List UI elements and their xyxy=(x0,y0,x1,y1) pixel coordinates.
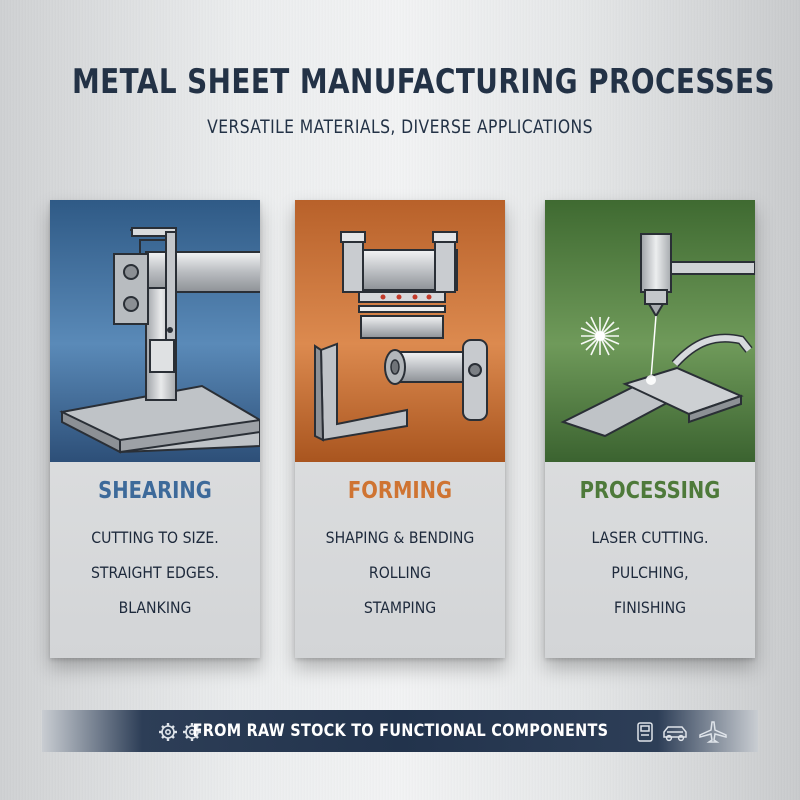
card-description-processing: LASER CUTTING. PULCHING, FINISHING xyxy=(545,520,755,625)
page-title: METAL SHEET MANUFACTURING PROCESSES xyxy=(72,62,776,102)
shearing-panel xyxy=(50,200,260,462)
description-line: CUTTING TO SIZE. xyxy=(91,528,219,547)
card-description-forming: SHAPING & BENDING ROLLING STAMPING xyxy=(295,520,505,625)
press-brake-illustration xyxy=(295,200,505,462)
footer-text: FROM RAW STOCK TO FUNCTIONAL COMPONENTS xyxy=(192,721,608,741)
card-title-shearing: SHEARING xyxy=(98,478,212,504)
description-line: SHAPING & BENDING xyxy=(325,528,475,547)
gears-icon xyxy=(159,723,201,741)
card-shearing: SHEARING CUTTING TO SIZE. STRAIGHT EDGES… xyxy=(50,200,260,658)
description-line: ROLLING xyxy=(368,563,432,582)
description-line: STAMPING xyxy=(363,598,437,617)
description-line: PULCHING, xyxy=(611,563,689,582)
description-line: STRAIGHT EDGES. xyxy=(90,563,220,582)
card-description-shearing: CUTTING TO SIZE. STRAIGHT EDGES. BLANKIN… xyxy=(50,520,260,625)
page-subtitle: VERSATILE MATERIALS, DIVERSE APPLICATION… xyxy=(207,116,593,138)
processing-panel xyxy=(545,200,755,462)
description-line: FINISHING xyxy=(613,598,687,617)
description-line: LASER CUTTING. xyxy=(591,528,709,547)
card-title-processing: PROCESSING xyxy=(579,478,721,504)
card-processing: PROCESSING LASER CUTTING. PULCHING, FINI… xyxy=(545,200,755,658)
forming-panel xyxy=(295,200,505,462)
shearing-machine-illustration xyxy=(50,200,260,462)
description-line: BLANKING xyxy=(118,598,192,617)
card-title-forming: FORMING xyxy=(347,478,453,504)
laser-cutter-illustration xyxy=(545,200,755,462)
transport-icons xyxy=(637,721,727,743)
footer-banner: FROM RAW STOCK TO FUNCTIONAL COMPONENTS xyxy=(42,710,758,752)
card-forming: FORMING SHAPING & BENDING ROLLING STAMPI… xyxy=(295,200,505,658)
